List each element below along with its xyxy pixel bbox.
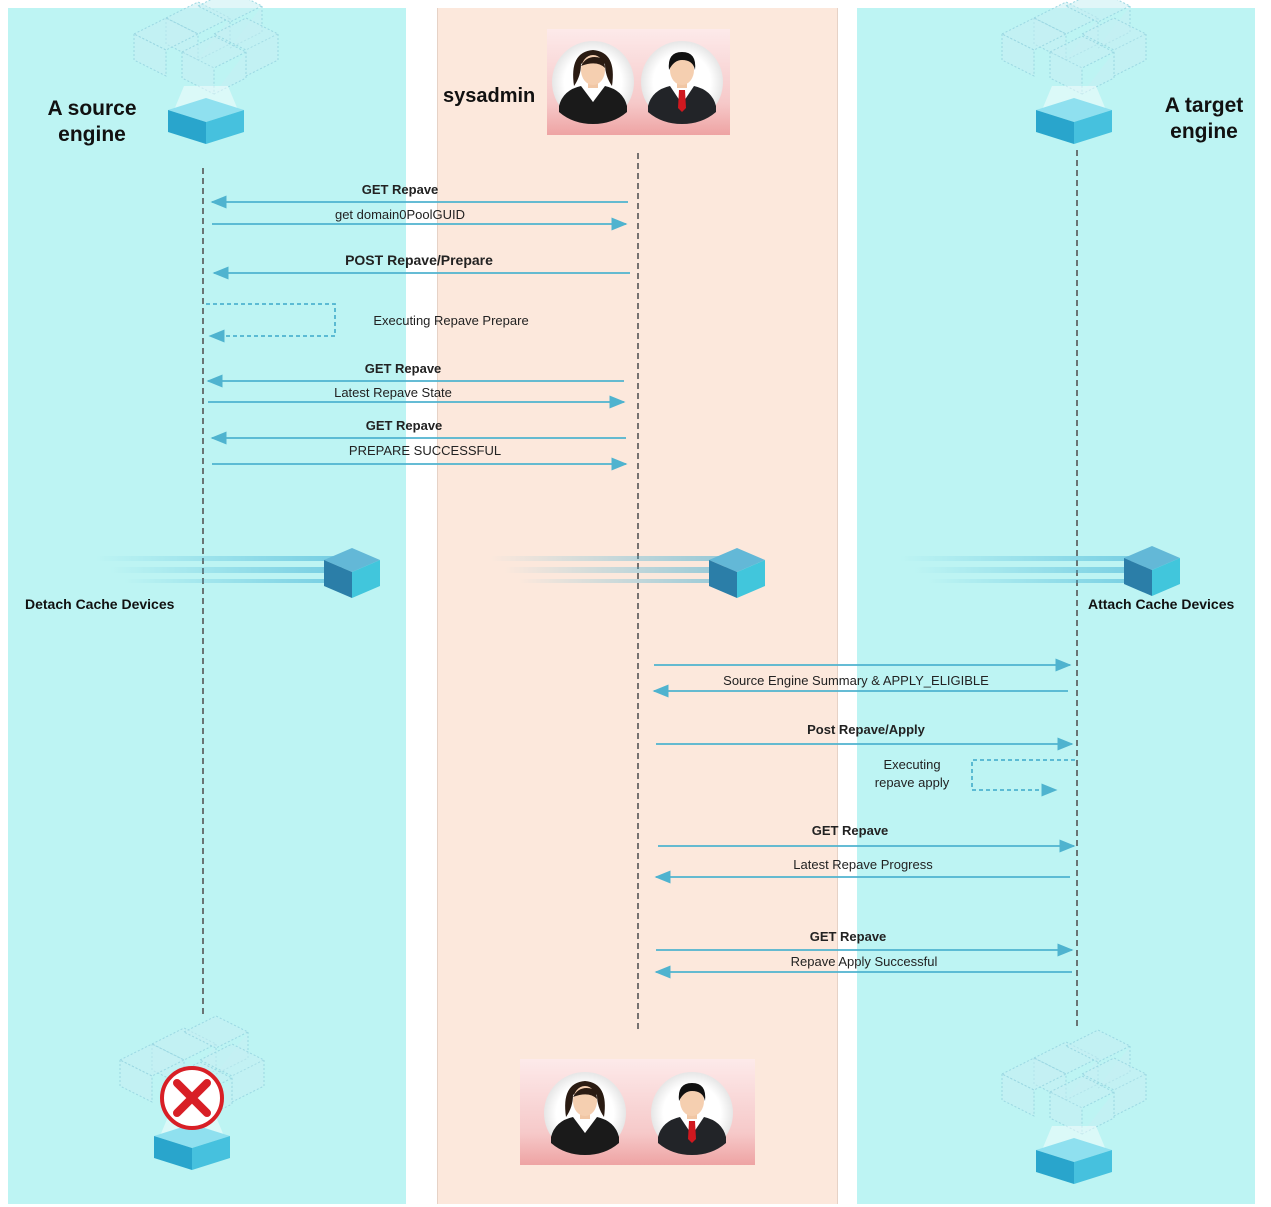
message-arrows — [206, 195, 1076, 979]
sysadmin-label: sysadmin — [443, 85, 536, 107]
source-engine-label: A source engine — [47, 97, 137, 146]
attach-cache-device-icon — [900, 546, 1180, 596]
message-label: GET Repave — [364, 361, 442, 376]
note-label: Executing Repave Prepare — [373, 313, 529, 328]
detach-cache-devices-label: Detach Cache Devices — [25, 596, 175, 612]
message-label: GET Repave — [811, 823, 889, 838]
error-x-icon — [160, 1066, 224, 1130]
apply-self-call-loop — [971, 759, 1075, 797]
self-call-loops — [206, 303, 1075, 797]
source-engine-lane — [8, 8, 406, 1204]
message-label: Source Engine Summary & APPLY_ELIGIBLE — [723, 673, 989, 688]
sysadmin-avatar-bottom — [520, 1059, 755, 1165]
target-engine-bottom-icon — [1001, 1029, 1147, 1185]
note-label: Executing repave apply — [874, 757, 950, 790]
message-label: get domain0PoolGUID — [334, 207, 466, 222]
message-label: Latest Repave State — [334, 385, 452, 400]
message-label: PREPARE SUCCESSFUL — [348, 443, 502, 458]
lifelines — [202, 150, 1078, 1030]
message-label: Repave Apply Successful — [790, 954, 938, 969]
message-label: POST Repave/Prepare — [345, 252, 493, 268]
message-label: GET Repave — [365, 418, 443, 433]
target-engine-lane — [857, 8, 1255, 1204]
target-engine-icon — [1001, 0, 1147, 145]
transfer-cache-device-icon — [490, 548, 765, 598]
sysadmin-avatar-top — [547, 29, 730, 135]
message-label: GET Repave — [809, 929, 887, 944]
message-label: GET Repave — [361, 182, 439, 197]
prepare-self-call-loop — [206, 303, 336, 343]
message-label: Post Repave/Apply — [807, 722, 925, 737]
source-engine-icon — [133, 0, 279, 145]
detach-cache-device-icon — [96, 548, 380, 598]
message-label: Latest Repave Progress — [793, 857, 933, 872]
attach-cache-devices-label: Attach Cache Devices — [1088, 596, 1235, 612]
target-engine-label: A target engine — [1164, 94, 1244, 143]
